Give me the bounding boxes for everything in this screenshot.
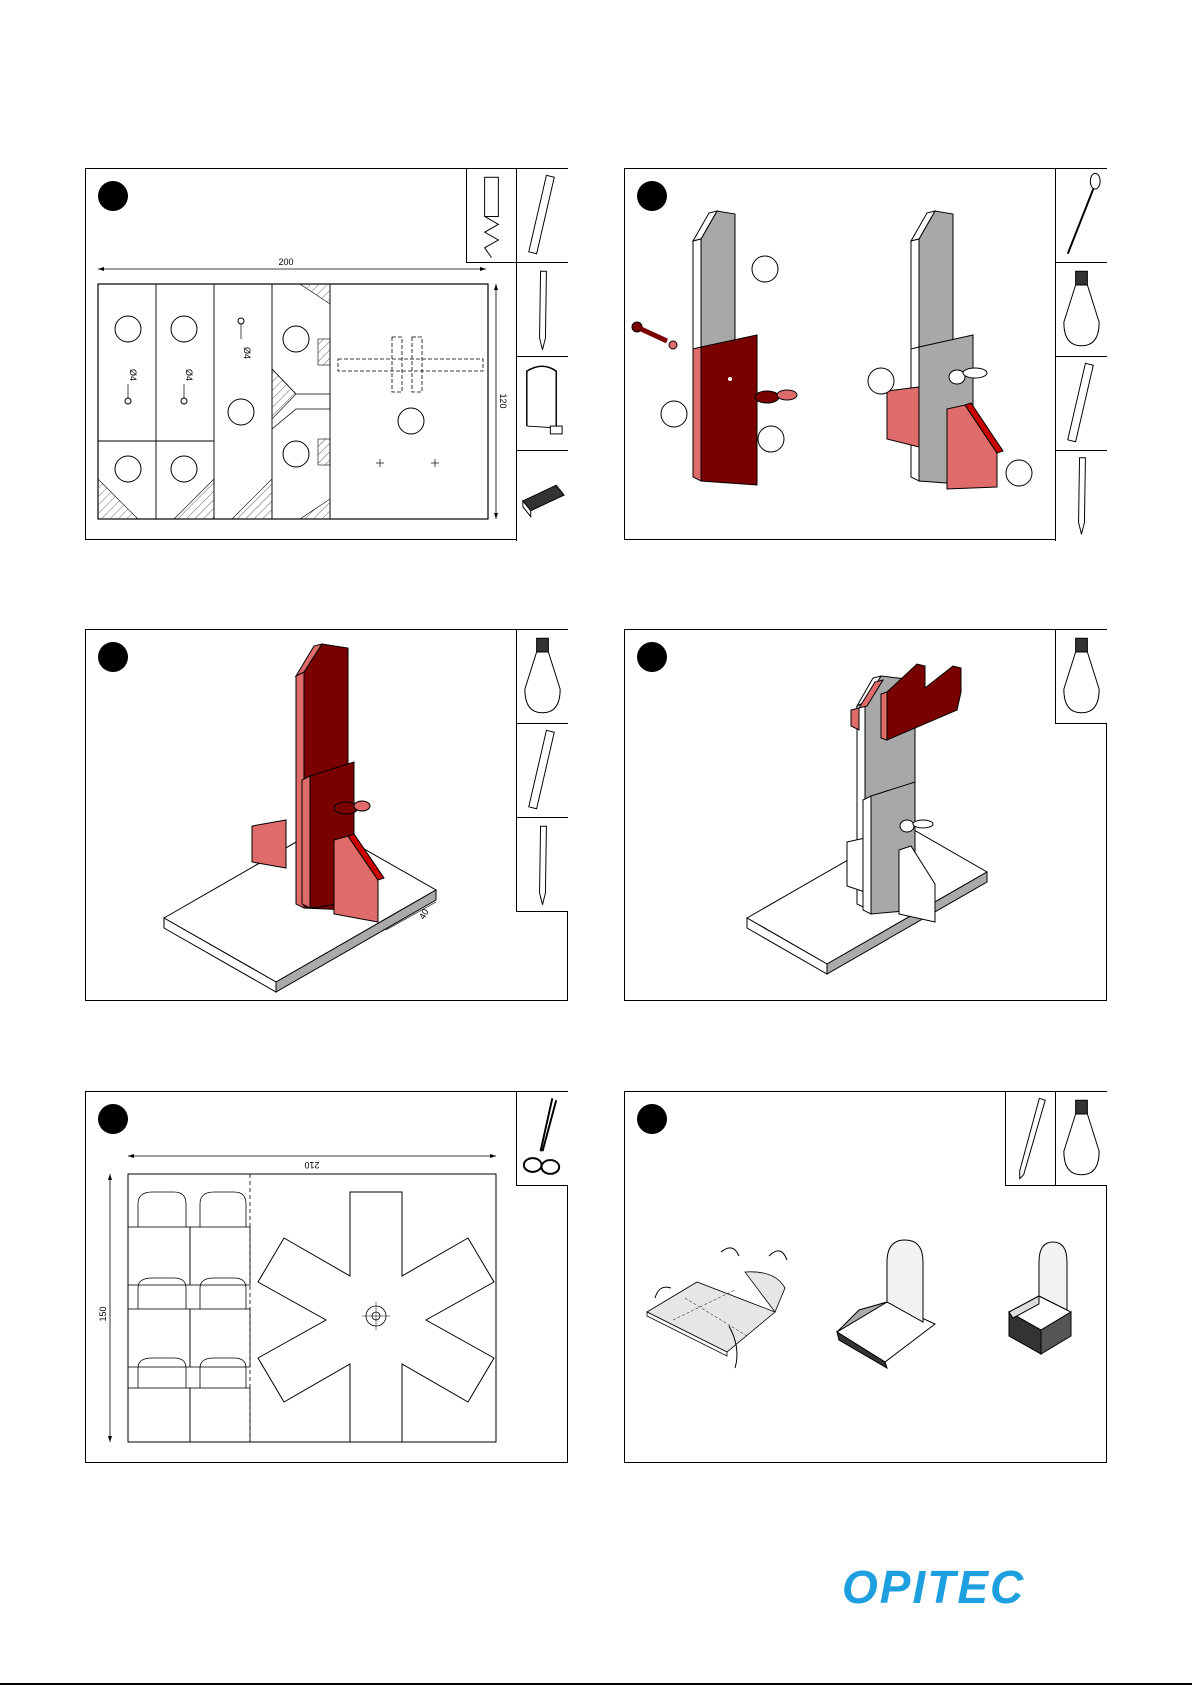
bolt-part (632, 322, 677, 349)
tool-glue-bottle-icon-6 (1055, 1092, 1107, 1186)
tool-glue-bottle-icon-3 (516, 630, 568, 724)
tool-fretsaw-icon (516, 357, 568, 451)
tool-pencil-icon-3 (516, 818, 568, 912)
paper-width-label: 210 (304, 1160, 319, 1170)
tool-ruler-icon (516, 169, 568, 263)
step-panel-1: 200 120 Ø4 Ø4 Ø4 (85, 168, 568, 540)
hole-label-2: Ø4 (184, 369, 194, 381)
hole-label-3: Ø4 (242, 347, 252, 359)
paper-template-drawing: 210 150 (86, 1092, 569, 1464)
hole-label-1: Ø4 (128, 369, 138, 381)
holder-top-drawing (625, 630, 1108, 1002)
tool-glue-bottle-icon-4 (1055, 630, 1107, 724)
height-dimension-label: 120 (498, 393, 508, 408)
paper-height-label: 150 (98, 1306, 108, 1321)
tool-glue-bottle-icon (1055, 263, 1107, 357)
wing-nut-part (755, 390, 797, 403)
tool-ruler-icon-2 (1055, 357, 1107, 451)
opitec-logo: OPITEC (842, 1560, 1025, 1614)
step-panel-6 (624, 1091, 1107, 1463)
step-panel-3: 40 (85, 629, 568, 1001)
step-panel-5: 210 150 (85, 1091, 568, 1463)
step-panel-4 (624, 629, 1107, 1001)
tool-screwdriver-icon (1055, 169, 1107, 263)
tool-scissors-icon (516, 1092, 568, 1186)
step-panel-2 (624, 168, 1107, 540)
tool-drill-icon (466, 169, 516, 263)
width-dimension-label: 200 (278, 257, 293, 267)
tool-pencil-icon-2 (1055, 451, 1107, 541)
tool-pencil-icon-6 (1005, 1092, 1055, 1186)
clamp-assembly-drawing (625, 169, 1108, 541)
tool-ruler-icon-3 (516, 724, 568, 818)
tool-file-icon (516, 451, 568, 541)
stand-on-base-drawing: 40 (86, 630, 569, 1002)
tool-pencil-icon (516, 263, 568, 357)
